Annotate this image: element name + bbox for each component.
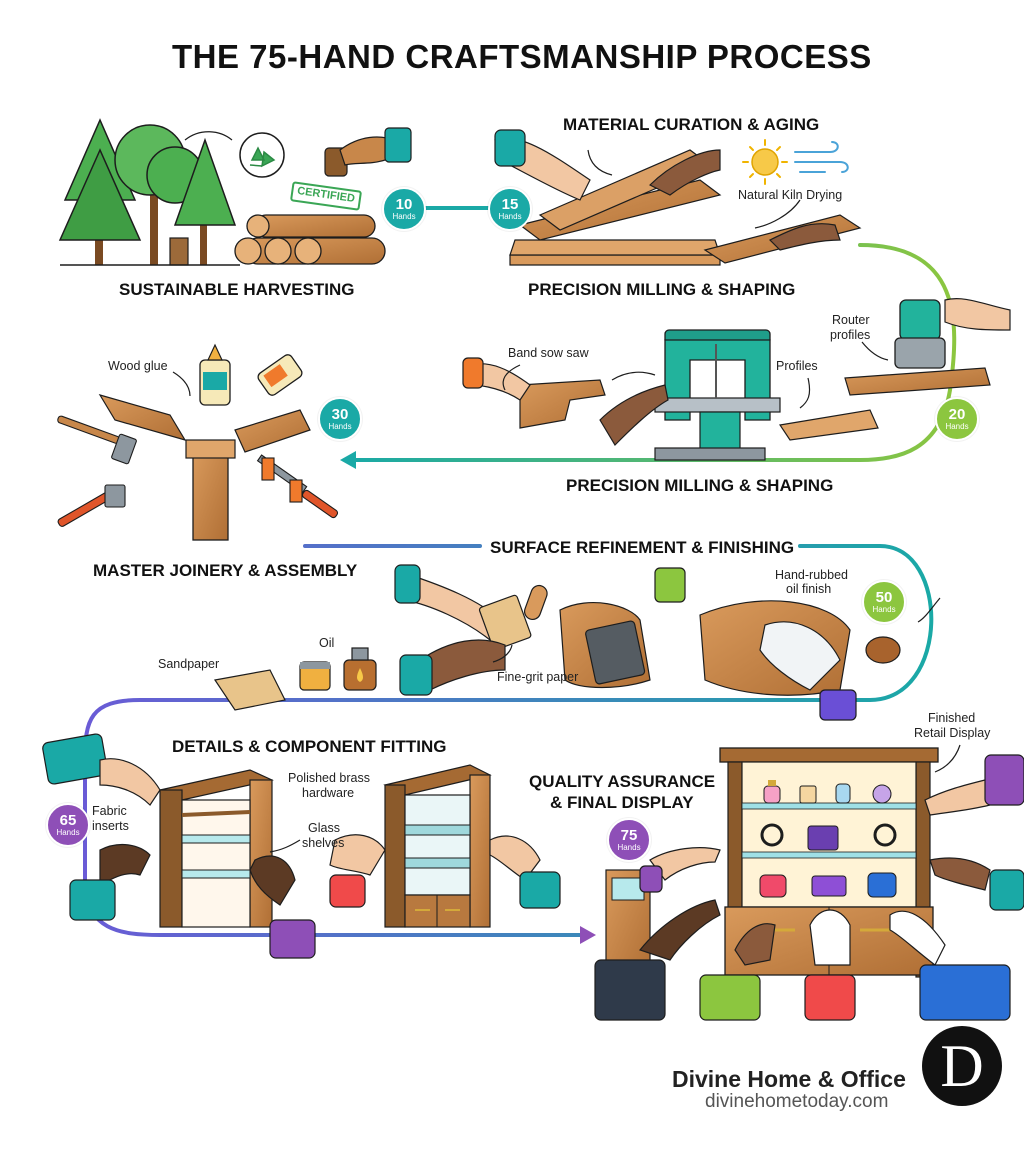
wind-icon [794, 141, 849, 173]
badge-unit: Hands [617, 843, 641, 852]
badge-10-hands: 10 Hands [382, 187, 426, 231]
hands-curation [494, 129, 841, 251]
section-label-fitting: DETAILS & COMPONENT FITTING [172, 737, 447, 756]
brand-url[interactable]: divinehometoday.com [705, 1091, 889, 1112]
badge-number: 20 [948, 406, 966, 423]
band-saw-machine [654, 329, 781, 461]
oil-can-icon [343, 647, 377, 691]
section-label-finishing: SURFACE REFINEMENT & FINISHING [490, 538, 795, 557]
annotation-glass-1: Glass [308, 821, 340, 835]
annotation-hand-rubbed-1: Hand-rubbed [775, 568, 848, 582]
badge-number: 75 [620, 827, 638, 844]
annotation-router-1: Router [832, 313, 870, 327]
badge-75-hands: 75 Hands [607, 818, 651, 862]
joinery-illustration [98, 394, 311, 541]
flow-path [83, 206, 957, 944]
jewelry-icon [760, 823, 897, 851]
hammer-icon [57, 415, 137, 527]
badge-number: 50 [875, 589, 893, 606]
badge-unit: Hands [945, 422, 969, 431]
glue-bottle-icon [199, 343, 303, 406]
section-label-qa-line2: & FINAL DISPLAY [550, 793, 694, 812]
clamp-icon [256, 454, 339, 519]
annotation-pointers [172, 131, 961, 853]
section-label-milling-mid: PRECISION MILLING & SHAPING [566, 476, 834, 495]
badge-unit: Hands [328, 422, 352, 431]
cabinet-left [158, 769, 274, 928]
annotation-sandpaper: Sandpaper [158, 657, 220, 671]
annotation-oil: Oil [319, 636, 335, 650]
annotation-fine-grit: Fine-grit paper [497, 670, 579, 684]
brand-logo-letter: D [940, 1032, 984, 1099]
badge-20-hands: 20 Hands [935, 397, 979, 441]
handbag-icon [759, 872, 897, 898]
logs-illustration [234, 214, 386, 265]
router-tool [844, 298, 1011, 396]
section-label-qa-line1: QUALITY ASSURANCE [529, 772, 716, 791]
annotation-profiles: Profiles [776, 359, 818, 373]
recycle-icon [239, 132, 285, 178]
badge-unit: Hands [498, 212, 522, 221]
annotation-glass-2: shelves [302, 836, 345, 850]
certified-stamp [290, 127, 412, 211]
annotation-fabric-2: inserts [92, 819, 129, 833]
arrow-head-end [580, 926, 596, 944]
section-label-milling-top: PRECISION MILLING & SHAPING [528, 280, 796, 299]
cabinet-right [383, 764, 492, 928]
annotation-brass-1: Polished brass [288, 771, 370, 785]
annotation-finished-1: Finished [928, 711, 976, 725]
section-label-joinery: MASTER JOINERY & ASSEMBLY [93, 561, 358, 580]
badge-unit: Hands [872, 605, 896, 614]
badge-number: 10 [395, 196, 413, 213]
annotation-finished-2: Retail Display [914, 726, 991, 740]
annotation-kiln: Natural Kiln Drying [738, 188, 843, 202]
badge-number: 65 [59, 812, 77, 829]
annotation-wood-glue: Wood glue [108, 359, 168, 373]
forest-illustration [58, 118, 240, 266]
badge-65-hands: 65 Hands [46, 803, 90, 847]
hands-display [594, 754, 1024, 1021]
hands-fitting [42, 733, 561, 959]
page-title: THE 75-HAND CRAFTSMANSHIP PROCESS [172, 38, 872, 75]
badge-number: 30 [331, 406, 349, 423]
section-label-harvesting: SUSTAINABLE HARVESTING [119, 280, 355, 299]
badge-unit: Hands [392, 212, 416, 221]
section-label-curation: MATERIAL CURATION & AGING [563, 115, 820, 134]
annotation-fabric-1: Fabric [92, 804, 127, 818]
annotation-router-2: profiles [830, 328, 871, 342]
brand-name: Divine Home & Office [672, 1066, 906, 1092]
badge-15-hands: 15 Hands [488, 187, 532, 231]
badge-50-hands: 50 Hands [862, 580, 906, 624]
arrow-head-mid [340, 451, 356, 469]
finishing-illustration [213, 564, 901, 721]
flow-segment-3 [83, 544, 934, 937]
badge-number: 15 [501, 196, 519, 213]
sun-icon [742, 139, 788, 185]
annotation-band-saw: Band sow saw [508, 346, 589, 360]
brand-logo: D [922, 1026, 1002, 1106]
annotation-hand-rubbed-2: oil finish [786, 582, 832, 596]
perfume-icon [763, 780, 892, 804]
cut-profiles [462, 357, 879, 446]
badge-unit: Hands [56, 828, 80, 837]
badge-30-hands: 30 Hands [318, 397, 362, 441]
annotation-brass-2: hardware [302, 786, 355, 800]
